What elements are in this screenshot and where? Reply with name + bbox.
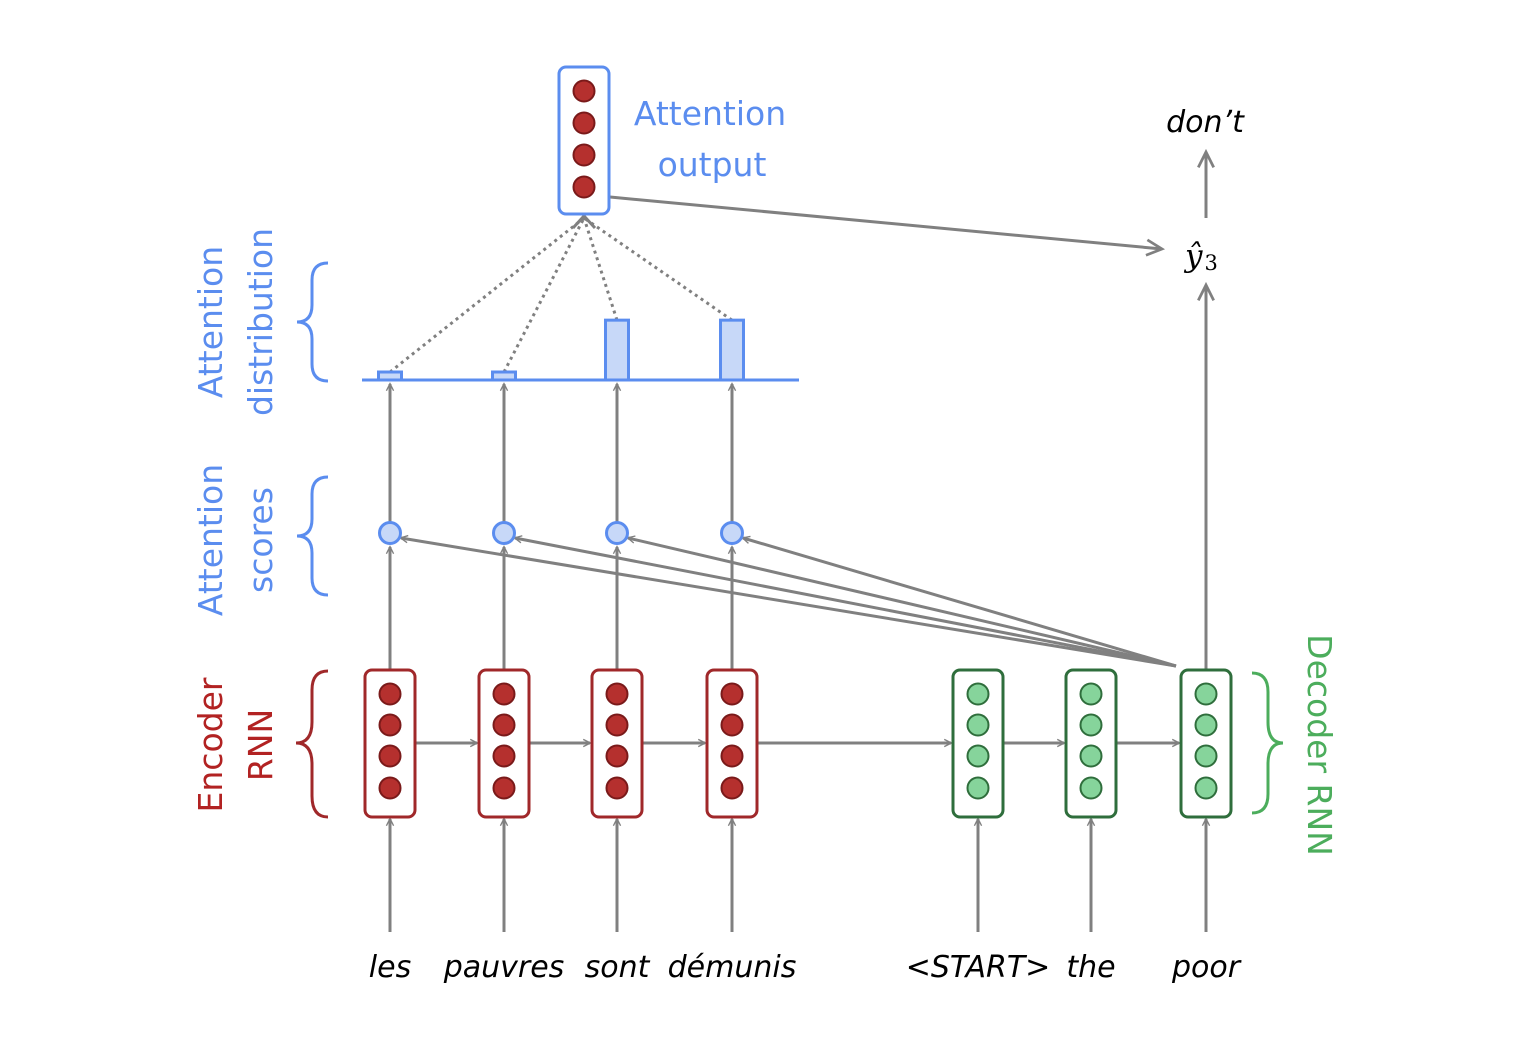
encoder-cell-3-unit-4: [605, 776, 629, 800]
attention-output-vector: [557, 65, 611, 216]
source-word-1: les: [369, 950, 411, 985]
decoder-cell-2-unit-3: [1079, 744, 1103, 768]
encoder-cell-1-unit-1: [378, 682, 402, 706]
decoder-brace: [1251, 671, 1284, 815]
encoder-cell-2: [477, 668, 531, 819]
encoder-cell-4-unit-3: [720, 744, 744, 768]
attention-output-arrowhead: [571, 213, 597, 230]
encoder-brace: [295, 669, 329, 819]
encoder-cell-4-unit-2: [720, 713, 744, 737]
target-word-2: the: [1066, 950, 1115, 985]
decoder-to-score-arrow-1: [401, 538, 1177, 668]
decoder-cell-1-unit-1: [966, 682, 990, 706]
encoder-cell-3-unit-2: [605, 713, 629, 737]
attention-scores-label-line2: scores: [241, 487, 280, 593]
decoder-cell-1-unit-4: [966, 776, 990, 800]
attention-distribution-label-line1: Attention: [191, 246, 230, 398]
decoder-to-score-arrow-3: [628, 538, 1177, 668]
source-word-3: sont: [585, 950, 651, 985]
attention-output-label-line2: output: [658, 145, 767, 184]
encoder-cell-1-unit-2: [378, 713, 402, 737]
encoder-label-line1: Encoder: [191, 677, 230, 812]
attention-output-dotted-line-4: [583, 216, 733, 322]
attention-weight-bar-3: [604, 318, 630, 382]
attention-output-dotted-line-2: [502, 217, 586, 373]
attention-scores-label-line1: Attention: [191, 464, 230, 616]
encoder-label-line2: RNN: [241, 709, 280, 781]
attention-scores-brace: [296, 475, 329, 597]
y-hat-subscript: 3: [1205, 251, 1218, 275]
encoder-cell-4: [705, 668, 759, 819]
encoder-cell-4-unit-4: [720, 776, 744, 800]
attention-output-label-line1: Attention: [634, 94, 786, 133]
attention-elements: [377, 318, 745, 545]
decoder-cell-2: [1064, 668, 1118, 819]
decoder-cell-3-unit-2: [1194, 713, 1218, 737]
input-words: les pauvres sont démunis <START> the poor: [369, 950, 1242, 985]
encoder-cell-2-unit-4: [492, 776, 516, 800]
attention-output-dotted-line-3: [582, 217, 619, 321]
decoder-cell-3-unit-1: [1194, 682, 1218, 706]
target-word-1: <START>: [906, 950, 1051, 985]
encoder-cell-2-unit-1: [492, 682, 516, 706]
decoder-cell-1-unit-2: [966, 713, 990, 737]
attention-distribution-label-line2: distribution: [241, 228, 280, 416]
attention-score-4: [720, 521, 744, 545]
decoder-cell-3-unit-4: [1194, 776, 1218, 800]
rnn-cells: [363, 668, 1233, 819]
encoder-cell-1: [363, 668, 417, 819]
attention-score-2: [492, 521, 516, 545]
encoder-cell-2-unit-3: [492, 744, 516, 768]
decoder-cell-2-unit-1: [1079, 682, 1103, 706]
encoder-cell-2-unit-2: [492, 713, 516, 737]
attention-score-1: [378, 521, 402, 545]
output-word: don’t: [1166, 105, 1245, 140]
decoder-cell-1-unit-3: [966, 744, 990, 768]
decoder-to-score-arrow-4: [743, 538, 1177, 668]
decoder-cell-1: [951, 668, 1005, 819]
encoder-cell-4-unit-1: [720, 682, 744, 706]
decoder-cell-2-unit-4: [1079, 776, 1103, 800]
attention-output-dotted-line-1: [389, 216, 585, 374]
encoder-cell-1-unit-3: [378, 744, 402, 768]
encoder-cell-3: [590, 668, 644, 819]
source-word-4: démunis: [668, 950, 797, 985]
decoder-label: Decoder RNN: [1300, 634, 1339, 856]
encoder-cell-3-unit-3: [605, 744, 629, 768]
attention-output-to-yhat-arrow: [609, 195, 1166, 257]
decoder-cell-3: [1179, 668, 1233, 819]
y-hat-symbol: ŷ3: [1183, 238, 1218, 275]
connection-arrows: [390, 148, 1215, 932]
decoder-cell-2-unit-2: [1079, 713, 1103, 737]
attention-weight-bar-4: [719, 318, 745, 382]
decoder-to-score-arrow-2: [515, 538, 1177, 668]
target-word-3: poor: [1171, 950, 1242, 985]
attention-score-3: [605, 521, 629, 545]
decoder-cell-3-unit-3: [1194, 744, 1218, 768]
attention-output-dotted-lines: [389, 213, 733, 374]
encoder-cell-3-unit-1: [605, 682, 629, 706]
attention-distribution-brace: [296, 261, 329, 383]
encoder-cell-1-unit-4: [378, 776, 402, 800]
source-word-2: pauvres: [443, 950, 565, 985]
